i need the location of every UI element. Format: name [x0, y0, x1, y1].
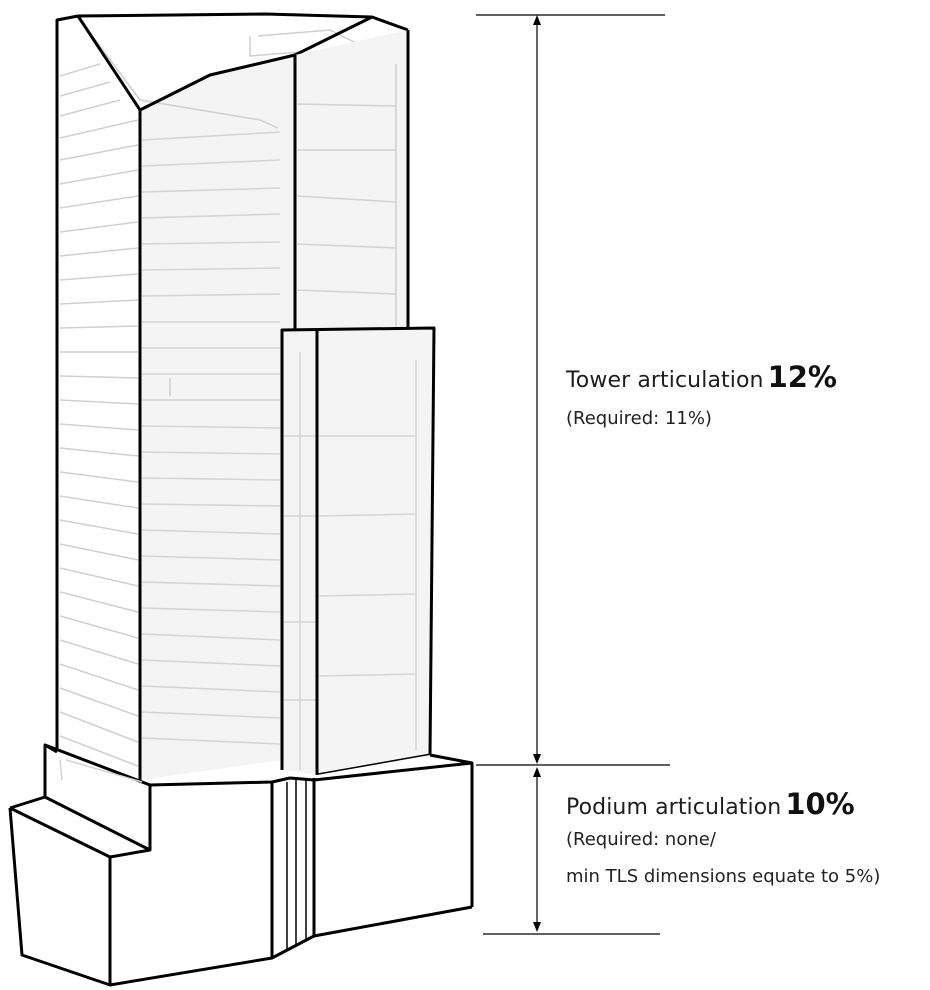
tower-main-volume — [55, 12, 409, 780]
podium-outline — [8, 743, 474, 987]
tower-left-floor-lines — [59, 63, 139, 767]
dimension-lines — [476, 14, 670, 935]
tower-required-text: (Required: 11%) — [566, 408, 712, 429]
tower-dimension-arrow-top — [533, 15, 541, 25]
tower-articulation-label: Tower articulation — [566, 368, 764, 393]
tower-outline — [55, 12, 409, 780]
upper-slab-floor-lines — [296, 64, 397, 330]
podium-articulation-value: 10% — [785, 787, 855, 821]
podium-dimension-arrow-top — [533, 767, 541, 777]
podium-top-surface — [45, 745, 472, 785]
podium-volume — [8, 743, 474, 987]
tower-upper-right-slab — [293, 30, 410, 330]
podium-dimension-arrow-bottom — [533, 922, 541, 932]
tower-dimension-arrow-bottom — [533, 754, 541, 764]
tower-lower-right-slab — [280, 326, 436, 777]
podium-faint-lines — [59, 759, 143, 783]
podium-articulation-label: Podium articulation — [566, 795, 782, 820]
tower-front-floor-lines — [141, 131, 281, 745]
upper-slab-face — [295, 30, 408, 330]
upper-slab-outline — [293, 30, 410, 330]
tower-front-face — [140, 55, 295, 780]
lower-slab-face — [282, 328, 434, 775]
podium-required-line-2: min TLS dimensions equate to 5%) — [566, 866, 881, 887]
podium-required-line-1: (Required: none/ — [566, 829, 716, 850]
tower-left-face — [57, 16, 140, 780]
lower-slab-floor-lines — [284, 352, 417, 770]
tower-articulation-value: 12% — [767, 360, 837, 394]
podium-entry-lines — [286, 780, 307, 950]
